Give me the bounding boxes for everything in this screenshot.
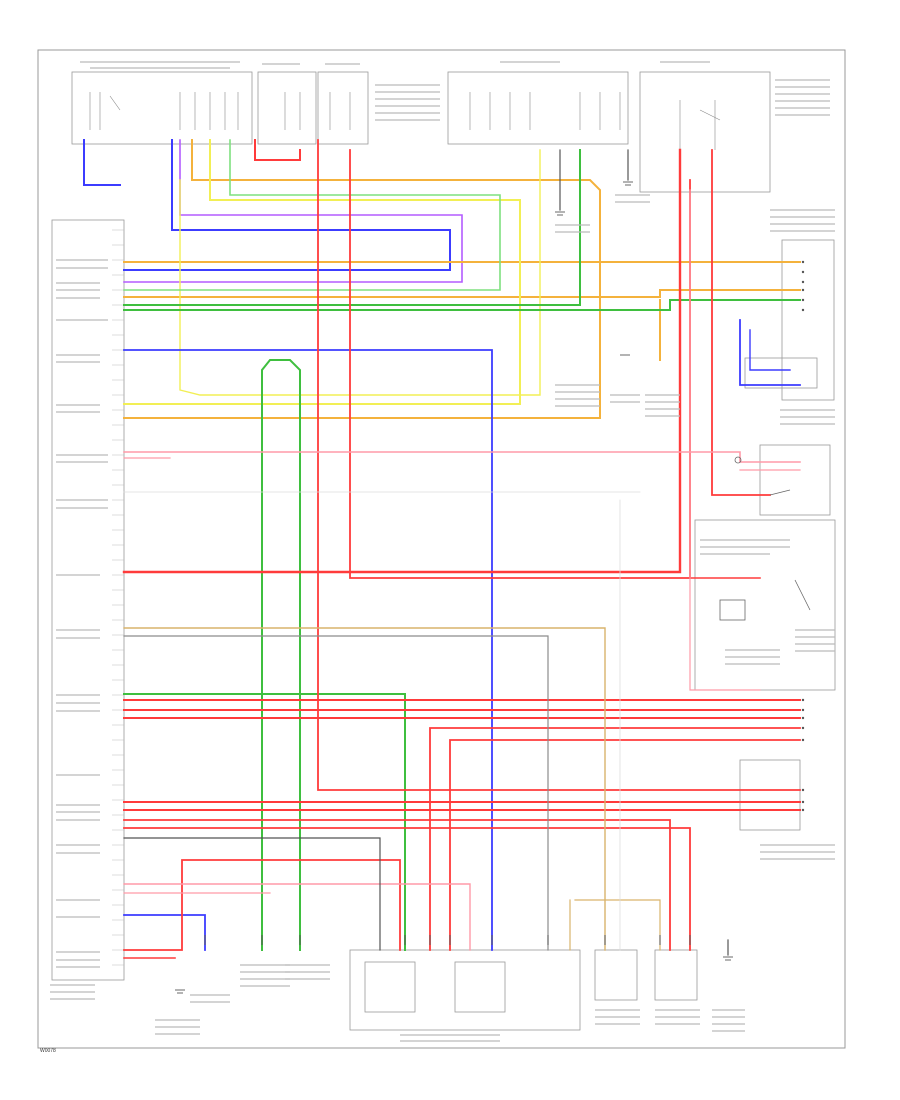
wire-red-13 (123, 819, 671, 951)
wire-green-3 (123, 693, 406, 951)
wire-green-1 (123, 149, 581, 306)
wire-orange-1 (123, 139, 601, 419)
bottom-connector-stubs (204, 935, 691, 945)
sheet-border (37, 49, 846, 1049)
component-bottom-relay-a (364, 961, 416, 1013)
wire-red-1 (254, 139, 301, 161)
top-components (71, 71, 771, 193)
component-top-junction (447, 71, 629, 145)
wire-yellow-1 (123, 139, 521, 405)
ground-symbols (175, 181, 733, 994)
wire-red-5 (711, 149, 771, 496)
wire-blue-4 (123, 914, 206, 951)
component-top-fuse-1 (257, 71, 317, 145)
wire-tan-3 (574, 899, 661, 951)
component-top-fuse-2 (317, 71, 369, 145)
ecm-module-box (51, 219, 125, 981)
top-box-details (89, 92, 721, 150)
right-pin-markers (801, 260, 805, 812)
wire-yellow-2 (179, 149, 541, 396)
wire-blue-1 (83, 139, 121, 186)
wire-red-2 (317, 139, 801, 791)
wire-lime-1 (123, 139, 501, 291)
wire-violet-1 (123, 139, 463, 283)
wire-blue-3 (123, 349, 493, 951)
wire-blue-6 (749, 329, 791, 371)
wire-pink-4 (689, 189, 761, 691)
component-right-plug (744, 357, 818, 389)
wire-gray-2 (123, 837, 381, 951)
component-bottom-sensor-2 (654, 949, 698, 1001)
wire-red-4 (122, 148, 682, 574)
component-top-left (71, 71, 253, 145)
component-bottom-assembly (349, 949, 581, 1031)
component-bottom-relay-b (454, 961, 506, 1013)
wire-red-10 (449, 739, 801, 951)
wire-pink-1 (123, 451, 801, 463)
component-right-lower-connector (739, 759, 801, 831)
reference-code: W0078 (40, 1048, 56, 1054)
wire-tan-1 (123, 627, 606, 951)
component-top-relay (639, 71, 771, 193)
wire-green-4 (261, 359, 301, 951)
ecm-pin-ticks (112, 229, 124, 966)
bottom-components (349, 949, 698, 1031)
wires (83, 139, 801, 959)
wire-red-15 (123, 859, 401, 951)
wire-orange-3 (123, 289, 801, 298)
component-bottom-sensor-1 (594, 949, 638, 1001)
relay-symbols (719, 456, 811, 621)
wire-blue-5 (739, 319, 801, 386)
label-marks (50, 61, 835, 1042)
component-right-switch (759, 444, 831, 516)
wire-blue-2 (123, 139, 451, 271)
wire-red-9 (429, 727, 801, 951)
wire-gray-1 (123, 635, 549, 951)
component-right-connector (781, 239, 835, 401)
right-components (694, 239, 836, 831)
wire-green-2 (123, 299, 801, 311)
wire-pink-2 (123, 883, 471, 951)
component-right-sensor (694, 519, 836, 691)
wire-red-14 (123, 827, 691, 951)
